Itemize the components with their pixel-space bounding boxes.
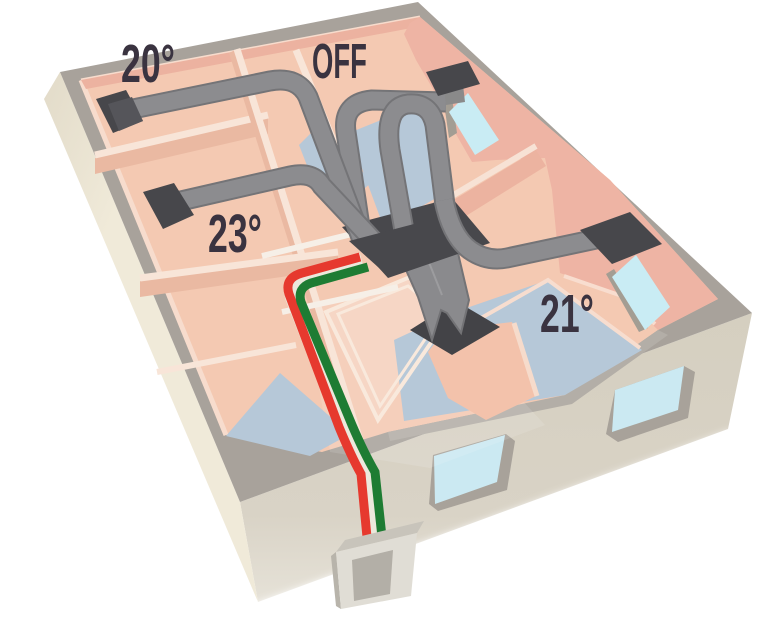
svg-text:20°: 20°	[121, 34, 175, 94]
svg-text:OFF: OFF	[312, 35, 367, 89]
svg-text:21°: 21°	[540, 284, 594, 344]
svg-text:23°: 23°	[208, 204, 262, 264]
